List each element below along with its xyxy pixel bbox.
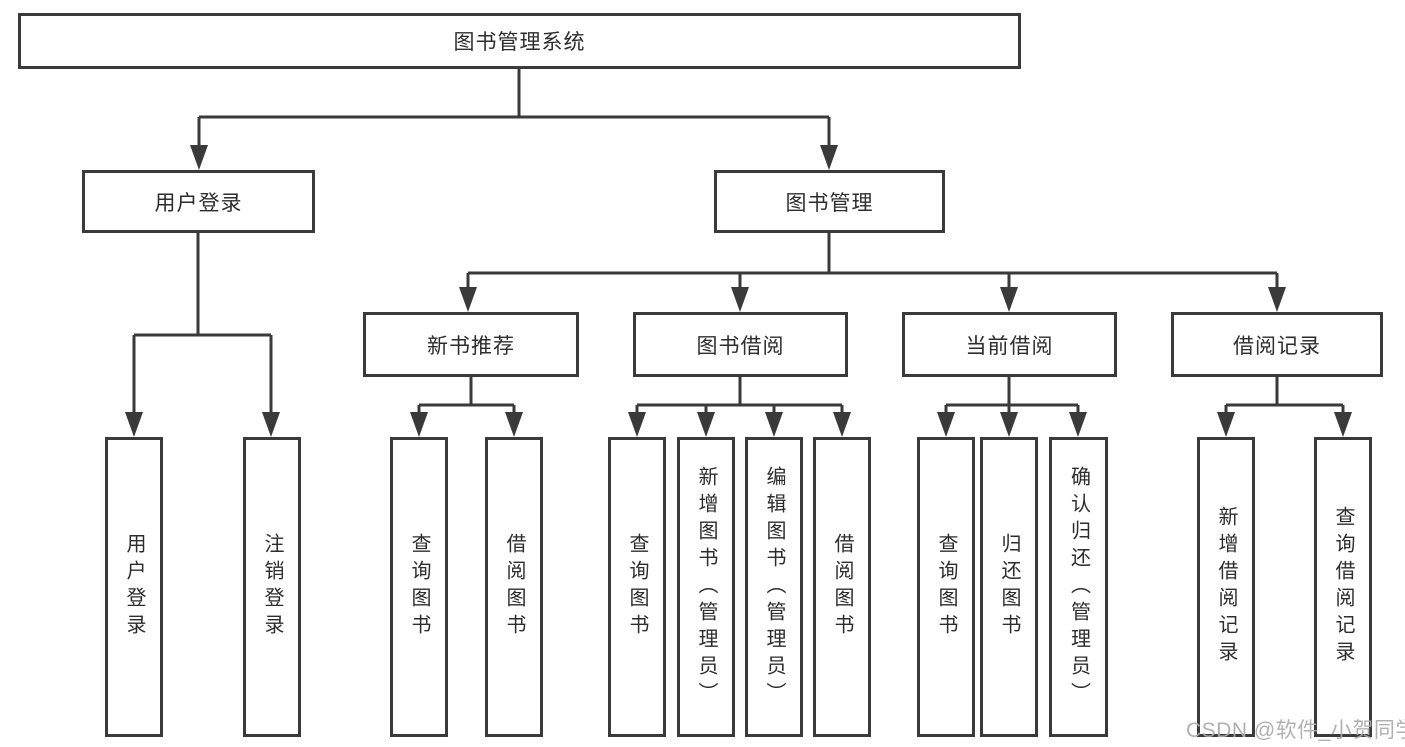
node-root-library-system: 图书管理系统 — [18, 13, 1021, 69]
leaf-borrowing-query-book: 查询图书 — [608, 437, 666, 737]
leaf-add-book-admin: 新增图书（管理员） — [677, 437, 735, 737]
node-current-borrowing: 当前借阅 — [902, 312, 1117, 377]
leaf-user-login: 用户登录 — [105, 437, 163, 737]
leaf-query-borrow-record: 查询借阅记录 — [1314, 437, 1372, 737]
csdn-watermark: CSDN @软件_小贺同学 — [1186, 719, 1405, 742]
node-borrowing-records: 借阅记录 — [1171, 312, 1383, 377]
leaf-add-borrow-record: 新增借阅记录 — [1197, 437, 1255, 737]
arrowheads — [125, 145, 1352, 437]
leaf-recommend-query-book: 查询图书 — [390, 437, 448, 737]
leaf-return-book: 归还图书 — [980, 437, 1038, 737]
leaf-edit-book-admin: 编辑图书（管理员） — [745, 437, 803, 737]
leaf-recommend-borrow-book: 借阅图书 — [485, 437, 543, 737]
node-user-login: 用户登录 — [82, 170, 315, 233]
node-book-management: 图书管理 — [714, 170, 945, 233]
node-new-book-recommend: 新书推荐 — [363, 312, 579, 377]
node-book-borrowing: 图书借阅 — [633, 312, 848, 377]
leaf-current-query-book: 查询图书 — [917, 437, 975, 737]
leaf-logout: 注销登录 — [243, 437, 301, 737]
leaf-borrowing-borrow-book: 借阅图书 — [813, 437, 871, 737]
leaf-confirm-return-admin: 确认归还（管理员） — [1049, 437, 1108, 737]
